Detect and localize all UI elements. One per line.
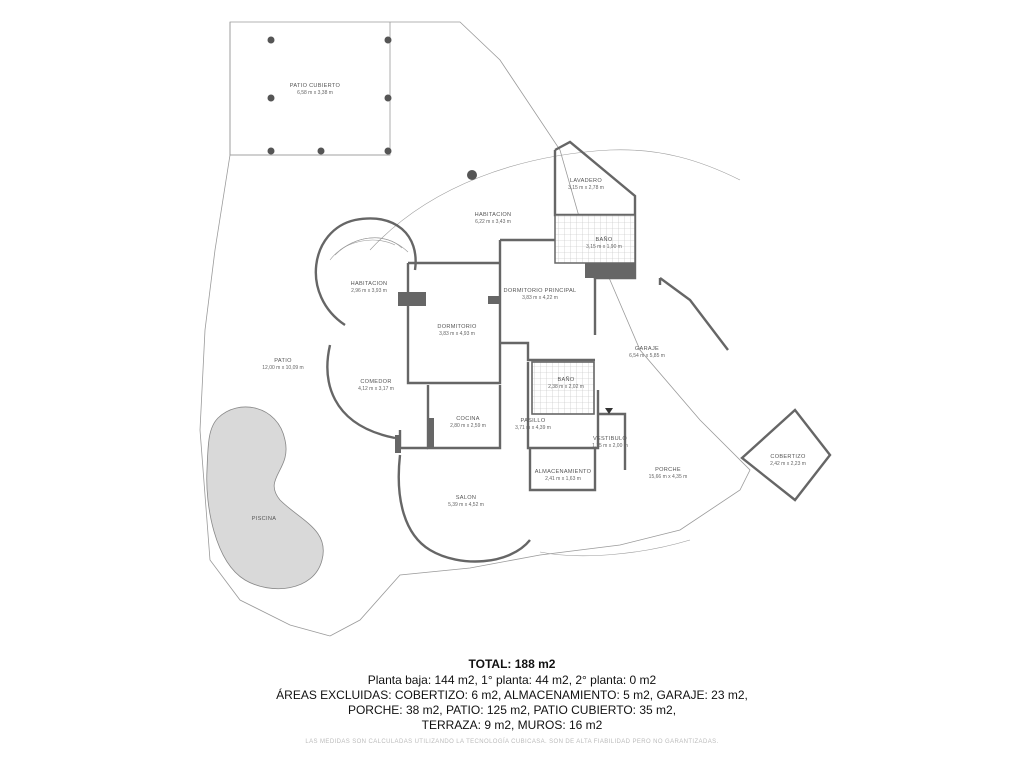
room-dimensions: 3,15 m x 2,78 m — [568, 185, 604, 191]
summary-line: PORCHE: 38 m2, PATIO: 125 m2, PATIO CUBI… — [347, 703, 677, 717]
covered-patio — [229, 22, 392, 156]
room-name: HABITACION — [351, 281, 388, 287]
room-name: PATIO CUBIERTO — [290, 83, 341, 89]
room-dimensions: 2,38 m x 2,02 m — [548, 384, 584, 390]
room-dimensions: 6,58 m x 3,38 m — [297, 90, 333, 96]
room-dimensions: 3,83 m x 4,22 m — [522, 295, 558, 301]
arrow-icon — [605, 408, 613, 414]
room-name: BAÑO — [557, 376, 574, 383]
room-dimensions: 6,54 m x 5,85 m — [629, 353, 665, 359]
room-name: BAÑO — [595, 236, 612, 243]
room-name: COCINA — [456, 416, 480, 422]
room-name: ALMACENAMIENTO — [535, 469, 592, 475]
disclaimer: LAS MEDIDAS SON CALCULADAS UTILIZANDO LA… — [305, 739, 719, 745]
room-name: VESTIBULO — [593, 436, 627, 442]
room-dimensions: 15,66 m x 4,35 m — [649, 474, 688, 480]
room-dimensions: 3,71 m x 4,39 m — [515, 425, 551, 431]
pool-shape — [206, 406, 324, 590]
room-name: HABITACION — [475, 212, 512, 218]
room-dimensions: 12,00 m x 10,09 m — [262, 365, 303, 371]
room-dimensions: 4,12 m x 3,17 m — [358, 386, 394, 392]
room-name: PISCINA — [252, 516, 276, 522]
area-summary: TOTAL: 188 m2 Planta baja: 144 m2, 1° pl… — [0, 656, 1024, 745]
room-name: PATIO — [274, 358, 292, 364]
room-dimensions: 2,42 m x 2,23 m — [770, 461, 806, 467]
room-name: PASILLO — [520, 418, 545, 424]
wall-blocks — [395, 263, 635, 453]
room-dimensions: 5,39 m x 4,52 m — [448, 502, 484, 508]
summary-line: ÁREAS EXCLUIDAS: COBERTIZO: 6 m2, ALMACE… — [276, 688, 748, 702]
room-dimensions: 6,22 m x 3,43 m — [475, 219, 511, 225]
room-dimensions: 3,15 m x 1,90 m — [586, 244, 622, 250]
house-walls — [314, 140, 832, 563]
room-dimensions: 2,96 m x 3,93 m — [351, 288, 387, 294]
room-name: DORMITORIO PRINCIPAL — [504, 288, 577, 294]
room-name: LAVADERO — [570, 178, 602, 184]
summary-line: TERRAZA: 9 m2, MUROS: 16 m2 — [421, 718, 603, 732]
room-name: COMEDOR — [360, 379, 391, 385]
room-name: COBERTIZO — [770, 454, 806, 460]
total-area: TOTAL: 188 m2 — [468, 657, 556, 671]
room-dimensions: 2,80 m x 2,59 m — [450, 423, 486, 429]
room-dimensions: 3,83 m x 4,93 m — [439, 331, 475, 337]
room-dimensions: 1,15 m x 2,00 m — [592, 443, 628, 449]
room-name: DORMITORIO — [437, 324, 477, 330]
terrace-arc — [369, 149, 741, 251]
room-name: PORCHE — [655, 467, 681, 473]
room-dimensions: 2,41 m x 1,63 m — [545, 476, 581, 482]
room-name: GARAJE — [635, 346, 659, 352]
summary-line: Planta baja: 144 m2, 1° planta: 44 m2, 2… — [367, 673, 657, 687]
room-name: SALON — [456, 495, 476, 501]
planter — [467, 170, 477, 180]
